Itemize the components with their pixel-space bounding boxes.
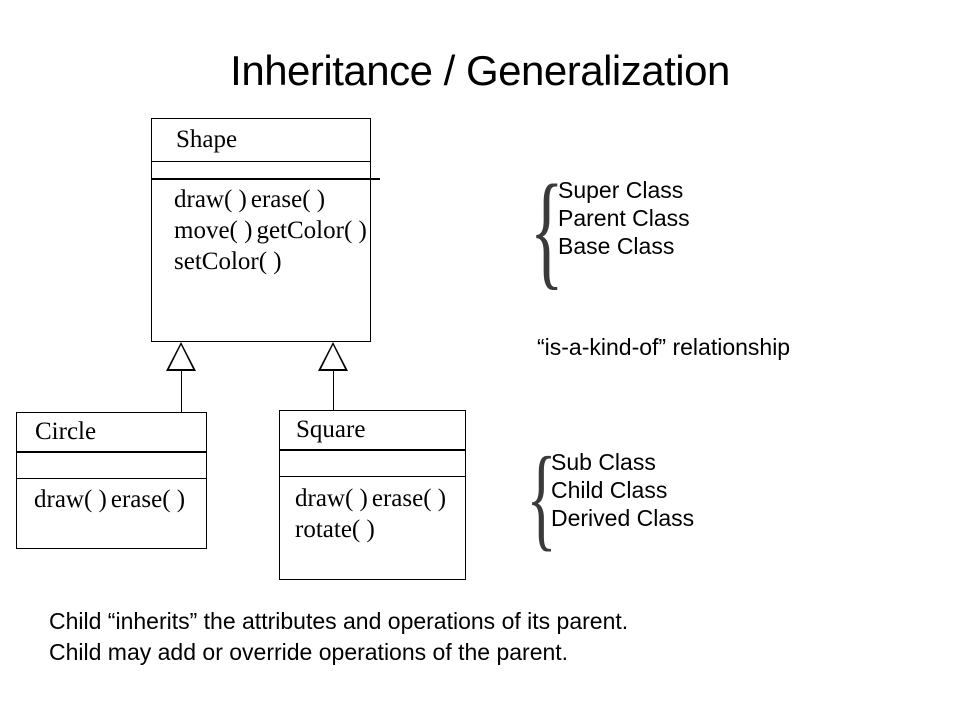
uml-class-circle[interactable]: Circle draw( ) erase( ) bbox=[16, 412, 207, 549]
page-title: Inheritance / Generalization bbox=[230, 47, 730, 94]
annotation-line: Parent Class bbox=[558, 205, 690, 231]
uml-attributes-compartment-shape bbox=[152, 162, 380, 180]
uml-attributes-compartment-circle bbox=[17, 453, 206, 479]
uml-name-compartment-shape: Shape bbox=[152, 119, 370, 162]
footer-line: Child may add or override operations of … bbox=[49, 639, 569, 665]
generalization-triangle-icon bbox=[318, 342, 348, 371]
uml-operation: getColor( ) bbox=[256, 217, 367, 244]
annotation-line: Sub Class bbox=[551, 449, 656, 475]
annotation-line: Base Class bbox=[558, 233, 675, 259]
annotation-line: Super Class bbox=[558, 177, 684, 203]
generalization-triangle-inner bbox=[321, 345, 345, 369]
uml-operation: draw( ) bbox=[295, 485, 368, 512]
generalization-line bbox=[332, 371, 335, 411]
uml-operations-compartment-circle: draw( ) erase( ) bbox=[17, 479, 206, 515]
uml-class-name-circle: Circle bbox=[35, 418, 97, 445]
superclass-names-annotation: Super Class Parent Class Base Class bbox=[558, 176, 690, 260]
generalization-triangle-inner bbox=[169, 345, 193, 369]
uml-operation: erase( ) bbox=[110, 486, 186, 513]
relationship-note: “is-a-kind-of” relationship bbox=[537, 334, 791, 360]
subclass-names-annotation: Sub Class Child Class Derived Class bbox=[551, 448, 694, 532]
uml-operations-compartment-shape: draw( ) erase( ) move( ) getColor( ) set… bbox=[152, 179, 370, 277]
compartment-divider-line bbox=[152, 178, 380, 180]
uml-class-name-shape: Shape bbox=[176, 126, 238, 153]
annotation-line: Child Class bbox=[551, 477, 668, 503]
uml-operation: erase( ) bbox=[371, 485, 447, 512]
uml-class-shape[interactable]: Shape draw( ) erase( ) move( ) getColor(… bbox=[151, 118, 380, 342]
uml-class-square[interactable]: Square draw( ) erase( ) rotate( ) bbox=[279, 410, 466, 580]
generalization-line bbox=[180, 371, 183, 413]
uml-operation: draw( ) bbox=[174, 186, 247, 213]
uml-name-compartment-circle: Circle bbox=[17, 413, 206, 453]
uml-class-name-square: Square bbox=[296, 416, 366, 443]
uml-operation: draw( ) bbox=[34, 486, 107, 513]
uml-operation: setColor( ) bbox=[174, 248, 282, 275]
footer-note: Child “inherits” the attributes and oper… bbox=[49, 606, 628, 668]
uml-operation: rotate( ) bbox=[295, 516, 375, 543]
footer-line: Child “inherits” the attributes and oper… bbox=[49, 608, 629, 634]
superclass-brace: { bbox=[529, 159, 564, 301]
uml-name-compartment-square: Square bbox=[280, 411, 465, 451]
annotation-line: Derived Class bbox=[551, 505, 695, 531]
uml-attributes-compartment-square bbox=[280, 451, 465, 477]
uml-operation: move( ) bbox=[174, 217, 253, 244]
subclass-brace: { bbox=[526, 434, 557, 561]
uml-operations-compartment-square: draw( ) erase( ) rotate( ) bbox=[280, 477, 465, 545]
uml-operation: erase( ) bbox=[250, 186, 326, 213]
generalization-triangle-icon bbox=[166, 342, 196, 371]
